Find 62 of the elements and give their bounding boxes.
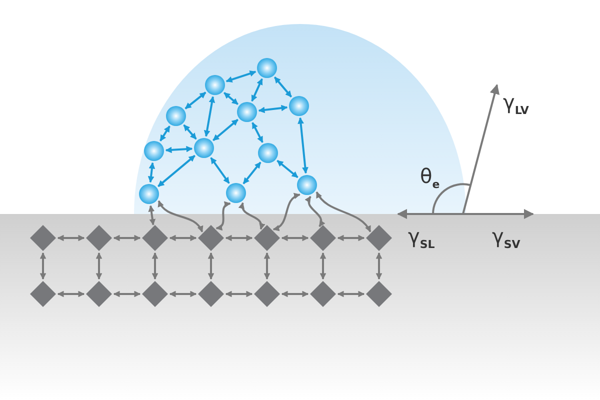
arrow [184,92,206,110]
arrow [272,194,300,230]
surface-atom-diamond [30,225,56,251]
arrow [258,104,288,114]
arrow [337,234,365,242]
surface-atom-diamond [142,281,168,307]
arrow [158,200,204,232]
surface-atom-diamond [310,225,336,251]
arrow [224,92,238,106]
arrow [251,78,263,102]
arrow [183,124,197,140]
surface-atom-diamond [254,281,280,307]
surface-atom-diamond [366,281,392,307]
arrow [152,252,158,280]
arrow [57,290,85,298]
arrow [226,70,256,83]
arrow [113,290,141,298]
arrow [208,252,214,280]
arrow [225,290,253,298]
arrow [264,252,270,280]
arrow [148,162,156,183]
arrow [225,234,253,242]
arrow [204,96,216,137]
arrow [148,205,156,226]
surface-atom-diamond [142,225,168,251]
surface-atom-diamond [366,225,392,251]
arrow [216,202,231,230]
arrow [169,234,197,242]
arrow [40,252,46,280]
arrow [337,290,365,298]
surface-atom-diamond [310,281,336,307]
arrow [316,192,372,232]
arrow [281,290,309,298]
surface-atom-diamond [86,281,112,307]
arrow [298,117,308,174]
arrow [96,252,102,280]
arrow [376,252,382,280]
tension-symbol: γ$_{LV}$ [503,92,529,116]
surface-atom-diamond [198,225,224,251]
arrow [169,290,197,298]
arrow [158,154,196,188]
arrow [276,160,298,178]
arrow [239,202,265,230]
arrow [165,146,193,154]
arrow [57,234,85,242]
tension-symbol: θ$_{e}$ [420,166,440,190]
arrow [281,234,309,242]
arrow [160,126,170,142]
surface-atom-diamond [254,225,280,251]
arrow [252,122,264,143]
surface-atom-diamond [86,225,112,251]
tension-symbol: γ$_{SV}$ [492,226,520,250]
arrow [274,76,292,98]
arrow [113,234,141,242]
arrow [212,118,238,142]
surface-atom-diamond [198,281,224,307]
arrow [305,196,325,228]
arrow [210,157,230,184]
arrow [242,162,262,184]
arrow [320,252,326,280]
tension-symbol: γ$_{SL}$ [408,226,435,250]
surface-atom-diamond [30,281,56,307]
